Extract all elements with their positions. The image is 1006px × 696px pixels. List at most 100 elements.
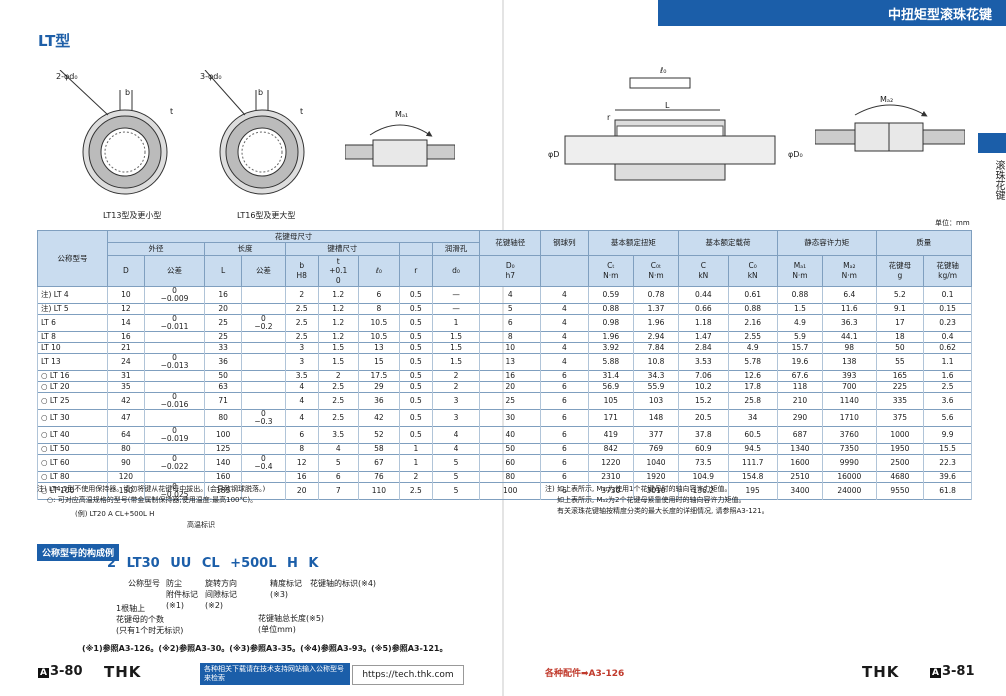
table-cell: 4 — [317, 442, 359, 455]
table-cell: 2 — [398, 470, 433, 483]
table-cell: 42 — [357, 408, 400, 427]
th-moment: 静态容许力矩 — [776, 230, 877, 256]
table-cell: 36 — [357, 391, 400, 410]
table-cell: 9990 — [822, 453, 877, 472]
table-cell: 4 — [540, 302, 589, 315]
table-cell: 2.84 — [678, 341, 729, 354]
table-cell: 90 — [106, 453, 145, 472]
table-cell: 2 — [431, 369, 481, 382]
table-cell: 25 — [204, 330, 243, 343]
table-cell: 210 — [776, 391, 824, 410]
table-cell: 4680 — [875, 470, 925, 483]
table-cell: 11.6 — [822, 302, 877, 315]
table-cell: 6 — [284, 425, 319, 444]
table-cell: 15 — [357, 352, 400, 371]
table-cell: 24000 — [822, 481, 877, 500]
table-cell: 4.9 — [727, 341, 778, 354]
th-nut-dims: 花键母尺寸 — [106, 229, 481, 244]
composition-l6: 1根轴上 花键母的个数 (只有1个时无标识) — [116, 604, 184, 635]
table-cell: 1.1 — [923, 352, 972, 371]
table-cell: 10.5 — [357, 330, 400, 343]
th-model: 公称型号 — [37, 230, 108, 287]
th-nutmass: 花键母 g — [875, 254, 925, 287]
length-label: L — [665, 101, 670, 110]
table-cell: 29 — [357, 380, 400, 393]
table-cell: 25 — [204, 313, 243, 332]
table-cell: 2 — [317, 369, 359, 382]
header-title: 中扭矩型滚珠花键 — [887, 8, 992, 23]
figure2-label: 3-φd₀ — [200, 72, 222, 81]
support-banner: 各种相关下载请在技术支持网站输入公称型号来检索 — [200, 663, 350, 685]
figure1-dim-b: b — [125, 88, 131, 97]
table-cell: 34.3 — [632, 369, 680, 382]
th-len: 长度 — [204, 242, 286, 256]
table-cell: 50 — [479, 442, 542, 455]
composition-l2: 防尘 附件标记 (※1) — [166, 579, 198, 610]
ma1-label: Mₐ₁ — [395, 110, 409, 119]
table-cell: 10 — [479, 341, 542, 354]
model-cell: LT 10 — [37, 341, 108, 354]
accessories-link[interactable]: 各种配件➡A3-126 — [545, 669, 625, 679]
th-keyway: 键槽尺寸 — [284, 242, 400, 256]
th-Ct: Cₜ N·m — [587, 254, 634, 287]
table-cell: 34 — [727, 408, 778, 427]
table-cell: 2.94 — [632, 330, 680, 343]
table-cell: 0.98 — [587, 313, 634, 332]
table-cell — [241, 352, 286, 371]
table-cell: 5 — [431, 481, 481, 500]
th-balls-sub — [540, 254, 589, 287]
table-cell: 2 — [284, 285, 319, 304]
th-load: 基本额定载荷 — [678, 230, 778, 256]
r-label: r — [607, 113, 611, 122]
figure2-caption: LT16型及更大型 — [237, 211, 296, 220]
table-cell — [241, 302, 286, 315]
phiDs-label: φD₀ — [788, 150, 803, 159]
model-cell: 注) LT 5 — [37, 302, 108, 315]
th-b: b H8 — [284, 254, 319, 287]
table-cell: 2.16 — [727, 313, 778, 332]
table-cell: 6 — [540, 425, 589, 444]
table-cell: 3 — [284, 341, 319, 354]
table-cell: 9.9 — [923, 425, 972, 444]
table-cell: 1600 — [776, 453, 824, 472]
table-cell: 3.92 — [587, 341, 634, 354]
table-cell: 0.23 — [923, 313, 972, 332]
table-cell: 60 — [479, 453, 542, 472]
table-cell: 1000 — [875, 425, 925, 444]
table-cell: 1.2 — [317, 313, 359, 332]
table-cell: 3 — [284, 352, 319, 371]
support-url-link[interactable]: https://tech.thk.com — [352, 665, 464, 685]
page-title: LT型 — [38, 32, 71, 50]
table-cell: 5 — [431, 453, 481, 472]
th-r-top — [398, 242, 433, 256]
composition-title: 公称型号的构成例 — [37, 544, 120, 561]
composition-l7: 花键轴总长度(※5) (单位mm) — [258, 614, 325, 634]
table-cell: 0.5 — [398, 341, 433, 354]
table-cell: 154.8 — [727, 470, 778, 483]
table-cell: 12.6 — [727, 369, 778, 382]
table-cell: 6.4 — [822, 285, 877, 304]
table-cell: 1.2 — [317, 302, 359, 315]
th-balls: 钢球列 — [540, 230, 589, 256]
table-cell: 6 — [479, 313, 542, 332]
table-cell: 0.5 — [398, 391, 433, 410]
table-cell: 0.5 — [398, 425, 433, 444]
table-cell: 63 — [204, 380, 243, 393]
table-cell: 100 — [204, 425, 243, 444]
table-cell: 1.96 — [632, 313, 680, 332]
table-cell: 8 — [284, 442, 319, 455]
note-left-4: 高温标识 — [187, 521, 215, 529]
table-cell: 110 — [357, 481, 400, 500]
table-cell: 5.6 — [923, 408, 972, 427]
table-cell: 5 — [479, 302, 542, 315]
table-cell: 3400 — [776, 481, 824, 500]
table-cell: 5.88 — [587, 352, 634, 371]
table-cell: 71 — [204, 391, 243, 410]
table-cell: 4 — [479, 285, 542, 304]
table-cell: 1710 — [822, 408, 877, 427]
table-cell: 0.15 — [923, 302, 972, 315]
